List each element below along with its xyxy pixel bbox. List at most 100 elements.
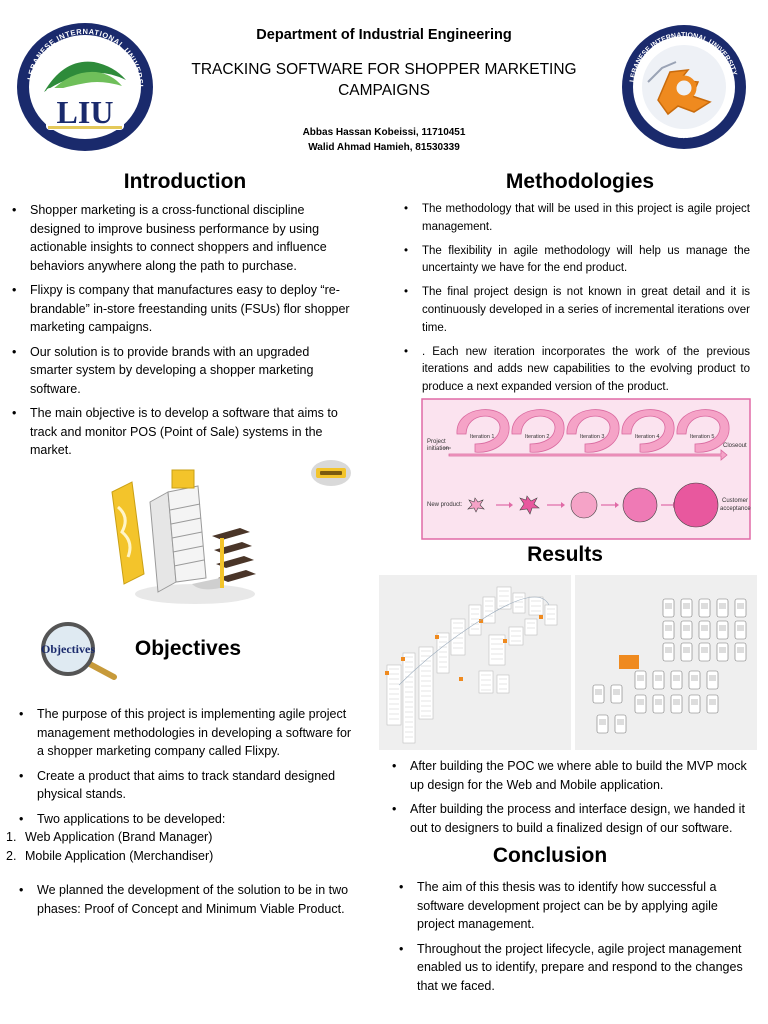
phone-content [673, 699, 680, 705]
iteration-label: Iteration 3 [580, 434, 604, 440]
results-heading: Results [527, 543, 603, 566]
phone-content [691, 699, 698, 705]
iteration-loop-arrow [676, 409, 730, 453]
wireframe-screen [488, 634, 506, 666]
iteration-label: Iteration 2 [525, 434, 549, 440]
iteration-label: Iteration 1 [470, 434, 494, 440]
results-bullet: After building the process and interface… [390, 800, 750, 837]
phone-content [665, 603, 672, 609]
wireframe-screen [386, 664, 402, 726]
methodologies-list: The methodology that will be used in thi… [402, 201, 750, 403]
phone-content [637, 699, 644, 705]
timeline-arrow [448, 449, 728, 461]
conclusion-bullet: The aim of this thesis was to identify h… [397, 878, 747, 934]
phone-content [709, 699, 716, 705]
author-2: Walid Ahmad Hamieh, 81530339 [308, 142, 460, 153]
wireframe-screen [496, 586, 512, 610]
wireframe-screen [512, 592, 526, 614]
application-item: 1. Web Application (Brand Manager) [3, 828, 357, 847]
poster-title: TRACKING SOFTWARE FOR SHOPPER MARKETING … [191, 61, 577, 99]
web-mockup-screenshot [379, 575, 571, 750]
flow-note [459, 677, 463, 681]
objectives-heading: Objectives [134, 637, 242, 660]
application-number: 1. [6, 830, 17, 844]
methodologies-bullet: The methodology that will be used in thi… [402, 201, 750, 237]
phone-content [737, 625, 744, 631]
flow-note [539, 615, 543, 619]
phone-content [701, 603, 708, 609]
phone-content [665, 647, 672, 653]
phone-content [719, 647, 726, 653]
iteration-loop-arrow [456, 409, 510, 453]
flow-note [619, 655, 639, 669]
objectives-badge-text: Objectives [41, 642, 95, 656]
flixpy-badge-image [311, 460, 351, 486]
applications-list: 1. Web Application (Brand Manager) 2. Mobi… [3, 828, 357, 865]
department-title: Department of Industrial Engineering [256, 27, 512, 43]
conclusion-heading: Conclusion [492, 844, 608, 867]
phone-content [637, 675, 644, 681]
mobile-mockup-screenshot [575, 575, 757, 750]
phone-content [595, 689, 602, 695]
iteration-loop-arrow [566, 409, 620, 453]
phone-content [665, 625, 672, 631]
iteration-label: Iteration 4 [635, 434, 659, 440]
author-1: Abbas Hassan Kobeissi, 11710451 [302, 127, 466, 138]
flow-note [385, 671, 389, 675]
phone-content [673, 675, 680, 681]
application-number: 2. [6, 848, 17, 863]
wireframe-screen [524, 618, 538, 636]
wireframe-screen [478, 670, 494, 694]
flow-connector [398, 596, 550, 686]
results-bullet: After building the POC we where able to … [390, 757, 750, 794]
methodologies-bullet: . Each new iteration incorporates the wo… [402, 344, 750, 397]
closeout-label: Closeout [723, 443, 747, 449]
conclusion-list: The aim of this thesis was to identify h… [397, 878, 747, 1001]
liu-mark: LIU [57, 94, 114, 130]
wireframe-screen [418, 646, 434, 720]
conclusion-bullet: Throughout the project lifecycle, agile … [397, 940, 747, 996]
phone-content [719, 625, 726, 631]
phone-content [709, 675, 716, 681]
phone-content [683, 603, 690, 609]
wireframe-screen [544, 604, 558, 626]
objectives-bullet: We planned the development of the soluti… [17, 881, 357, 918]
objectives-bullet: Two applications to be developed: [17, 810, 357, 829]
project-initiation-label: Project [427, 439, 446, 445]
methodologies-bullet: The final project design is not known in… [402, 284, 750, 337]
project-initiation-label-2: initiation [427, 446, 449, 452]
application-text: Web Application (Brand Manager) [25, 830, 213, 844]
results-list: After building the POC we where able to … [390, 757, 750, 843]
phone-content [719, 603, 726, 609]
application-item: 2. Mobile Application (Merchandiser) [3, 847, 357, 866]
objectives-list: The purpose of this project is implement… [17, 705, 357, 828]
introduction-bullet: The main objective is to develop a softw… [10, 404, 355, 460]
magnifier-icon: Objectives [41, 622, 117, 680]
methodologies-heading: Methodologies [505, 170, 655, 193]
phone-content [655, 675, 662, 681]
iteration-loop-arrow [511, 409, 565, 453]
phone-content [701, 625, 708, 631]
introduction-heading: Introduction [123, 170, 247, 193]
objectives-list-continued: We planned the development of the soluti… [17, 881, 357, 918]
phone-content [655, 699, 662, 705]
school-of-engineering-logo: LEBANESE INTERNATIONAL UNIVERSITY SCHOOL… [622, 25, 746, 149]
customer-acceptance-label: Customer [722, 498, 748, 504]
objectives-bullet: Create a product that aims to track stan… [17, 767, 357, 804]
objectives-block: The purpose of this project is implement… [6, 705, 357, 924]
authors: Abbas Hassan Kobeissi, 11710451 Walid Ah… [0, 125, 768, 155]
phone-content [617, 719, 624, 725]
phone-content [613, 689, 620, 695]
introduction-bullet: Shopper marketing is a cross-functional … [10, 201, 355, 275]
phone-content [683, 625, 690, 631]
application-text: Mobile Application (Merchandiser) [25, 848, 214, 863]
wireframe-screen [436, 632, 450, 674]
phone-content [701, 647, 708, 653]
phone-content [737, 647, 744, 653]
iteration-label: Iteration 5 [690, 434, 714, 440]
customer-acceptance-label-2: acceptance [720, 506, 751, 512]
new-product-label: New product: [427, 502, 463, 508]
agile-iteration-diagram: Project initiation Iteration 1 Iteration … [421, 398, 751, 540]
methodologies-bullet: The flexibility in agile methodology wil… [402, 243, 750, 279]
phone-content [737, 603, 744, 609]
